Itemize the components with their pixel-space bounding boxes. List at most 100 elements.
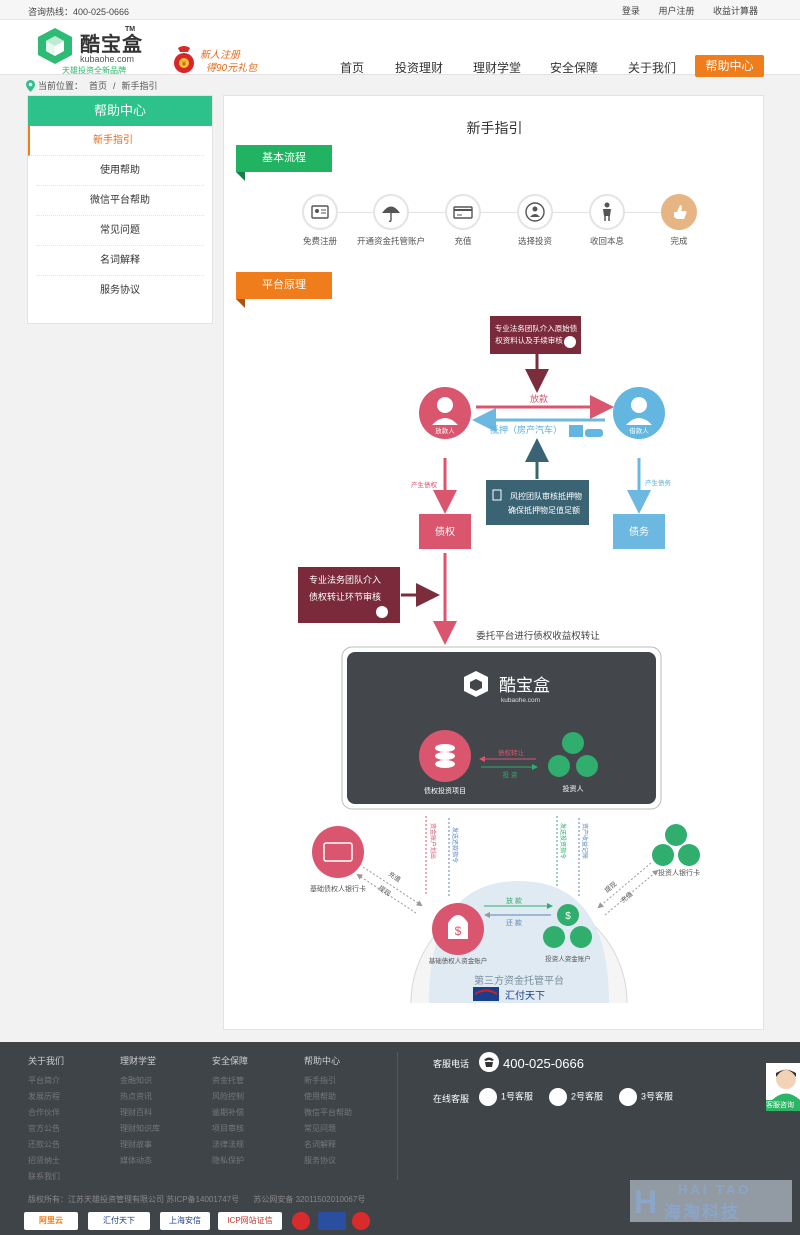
police-emblem-icon bbox=[292, 1212, 310, 1230]
page-title: 新手指引 bbox=[466, 120, 523, 136]
footer-link[interactable]: 热点资讯 bbox=[120, 1092, 152, 1101]
breadcrumb-sep: / bbox=[113, 81, 116, 91]
sidebar-item-glossary[interactable]: 名词解释 bbox=[36, 246, 204, 276]
sidebar-item-newbie[interactable]: 新手指引 bbox=[28, 126, 204, 156]
footer-link[interactable]: 法律法规 bbox=[212, 1140, 244, 1149]
debt-label: 债务 bbox=[629, 525, 649, 538]
sidebar-item-faq[interactable]: 常见问题 bbox=[36, 216, 204, 246]
service-phone-label: 客服电话 bbox=[433, 1059, 470, 1069]
footer-link[interactable]: 风险控制 bbox=[212, 1092, 244, 1101]
footer-link[interactable]: 新手指引 bbox=[304, 1076, 336, 1085]
copyright-text: 版权所有：江苏天雄投资管理有限公司 苏ICP备14001747号 bbox=[28, 1195, 240, 1204]
step-collect: 收回本息 bbox=[567, 194, 647, 247]
qq-service-2[interactable]: 2号客服 bbox=[549, 1088, 603, 1106]
promo-line1: 新人注册 bbox=[200, 50, 240, 61]
footer-link[interactable]: 还款公告 bbox=[28, 1140, 60, 1149]
collect-person-icon bbox=[603, 202, 611, 221]
police-record-text: 苏公网安备 32011502010067号 bbox=[253, 1195, 366, 1204]
footer-link[interactable]: 名词解释 bbox=[304, 1140, 336, 1149]
top-links: 登录 用户注册 收益计算器 bbox=[606, 4, 758, 17]
calculator-link[interactable]: 收益计算器 bbox=[712, 6, 758, 16]
footer-link[interactable]: 常见问题 bbox=[304, 1124, 336, 1133]
footer-col-head: 帮助中心 bbox=[304, 1056, 341, 1066]
footer-link[interactable]: 联系我们 bbox=[28, 1172, 60, 1181]
footer-link[interactable]: 隐私保护 bbox=[212, 1156, 244, 1165]
legal-review-box-top bbox=[490, 316, 581, 354]
footer-link[interactable]: 微信平台帮助 bbox=[304, 1108, 352, 1117]
transfer-label: 债权转让 bbox=[498, 748, 525, 757]
qq-service-1[interactable]: 1号客服 bbox=[479, 1088, 533, 1106]
anxin-badge[interactable]: 上海安信 bbox=[160, 1212, 210, 1230]
recharge-right-label: 充值 bbox=[619, 889, 635, 905]
right-vertical-label1: 发送投资指令 bbox=[559, 823, 567, 859]
footer-link[interactable]: 平台简介 bbox=[28, 1076, 60, 1085]
lender-label: 放款人 bbox=[435, 426, 455, 435]
nav-academy[interactable]: 理财学堂 bbox=[473, 61, 522, 75]
footer-link[interactable]: 资金托管 bbox=[212, 1076, 244, 1085]
custody-label: 第三方资金托管平台 bbox=[474, 974, 564, 987]
site-logo[interactable]: 酷宝盒 TM kubaohe.com 天雄投资全新品牌 bbox=[34, 24, 144, 75]
footer-divider bbox=[397, 1052, 398, 1180]
footer-link[interactable]: 服务协议 bbox=[304, 1156, 336, 1165]
footer-link[interactable]: 逾期补偿 bbox=[212, 1108, 244, 1117]
promo-line2: 得90元礼包 bbox=[206, 63, 258, 74]
legal-mid-line2: 债权转让环节审核 bbox=[309, 591, 381, 602]
customer-service-button[interactable]: 客服咨询 bbox=[766, 1063, 800, 1111]
clipboard-icon bbox=[492, 489, 502, 501]
footer-link[interactable]: 理财知识库 bbox=[120, 1124, 160, 1133]
section-basic-flow-label: 基本流程 bbox=[262, 152, 306, 164]
footer-link[interactable]: 官方公告 bbox=[28, 1124, 60, 1133]
nav-help-center[interactable]: 帮助中心 bbox=[695, 55, 764, 77]
watermark-en: HAI TAO bbox=[678, 1182, 752, 1197]
promo-banner[interactable]: ¥ 新人注册 得90元礼包 bbox=[170, 44, 270, 74]
breadcrumb-home[interactable]: 首页 bbox=[89, 81, 108, 91]
aliyun-badge[interactable]: 阿里云 bbox=[24, 1212, 78, 1230]
left-vertical-label2: 发送还款指令 bbox=[451, 827, 459, 863]
qq-icon bbox=[619, 1088, 637, 1106]
watermark: H HAI TAO 海淘科技 bbox=[630, 1180, 792, 1222]
step-register: 免费注册 bbox=[280, 194, 360, 247]
footer-link[interactable]: 项目审核 bbox=[212, 1124, 244, 1133]
sidebar-item-agreement[interactable]: 服务协议 bbox=[100, 285, 140, 296]
footer-link[interactable]: 理财故事 bbox=[120, 1140, 152, 1149]
phone-icon bbox=[479, 1052, 499, 1072]
dollar-icon: $ bbox=[565, 911, 571, 922]
icp-badge[interactable]: ICP网站证信 bbox=[218, 1212, 282, 1230]
risk-line2: 确保抵押物足值足额 bbox=[508, 505, 580, 515]
agent-avatar-icon bbox=[772, 1069, 800, 1100]
nav-home[interactable]: 首页 bbox=[340, 61, 365, 75]
loan-label: 放款 bbox=[530, 393, 548, 404]
nav-invest[interactable]: 投资理财 bbox=[395, 61, 444, 75]
huifu-badge[interactable]: 汇付天下 bbox=[88, 1212, 150, 1230]
huifu-logo-icon bbox=[473, 987, 499, 1001]
borrower-label: 借款人 bbox=[629, 426, 649, 435]
login-link[interactable]: 登录 bbox=[621, 6, 640, 16]
footer-link[interactable]: 理财百科 bbox=[120, 1108, 152, 1117]
footer-col-head: 关于我们 bbox=[28, 1056, 65, 1066]
register-link[interactable]: 用户注册 bbox=[658, 6, 695, 16]
breadcrumb-current: 新手指引 bbox=[121, 81, 158, 91]
investor-card-label: 投资人银行卡 bbox=[658, 868, 700, 877]
qq-service-3[interactable]: 3号客服 bbox=[619, 1088, 673, 1106]
nav-security[interactable]: 安全保障 bbox=[550, 61, 599, 75]
sidebar-item-usage[interactable]: 使用帮助 bbox=[36, 156, 204, 186]
step-label: 充值 bbox=[454, 236, 472, 246]
step-custody-account: 开通资金托管账户 bbox=[351, 194, 431, 247]
footer-link[interactable]: 使用帮助 bbox=[304, 1092, 336, 1101]
logo-domain: kubaohe.com bbox=[80, 54, 135, 64]
legal-top-line2: 权资料认及手续审核 bbox=[495, 335, 563, 345]
nav-about[interactable]: 关于我们 bbox=[628, 61, 677, 75]
footer-link[interactable]: 招贤纳士 bbox=[28, 1156, 60, 1165]
svg-text:¥: ¥ bbox=[182, 60, 187, 68]
breadcrumb-label: 当前位置： bbox=[38, 81, 84, 91]
footer-link[interactable]: 金融知识 bbox=[120, 1076, 152, 1085]
footer-col-academy: 理财学堂 金融知识 热点资讯 理财百科 理财知识库 理财故事 媒体动态 bbox=[120, 1054, 160, 1169]
register-card-icon bbox=[311, 205, 329, 219]
footer-link[interactable]: 合作伙伴 bbox=[28, 1108, 60, 1117]
footer-link[interactable]: 发展历程 bbox=[28, 1092, 60, 1101]
entrust-label: 委托平台进行债权收益权转让 bbox=[476, 630, 600, 642]
step-recharge: 充值 bbox=[423, 194, 503, 247]
sidebar-item-wechat[interactable]: 微信平台帮助 bbox=[36, 186, 204, 216]
customer-service-label: 客服咨询 bbox=[766, 1100, 800, 1111]
footer-link[interactable]: 媒体动态 bbox=[120, 1156, 152, 1165]
